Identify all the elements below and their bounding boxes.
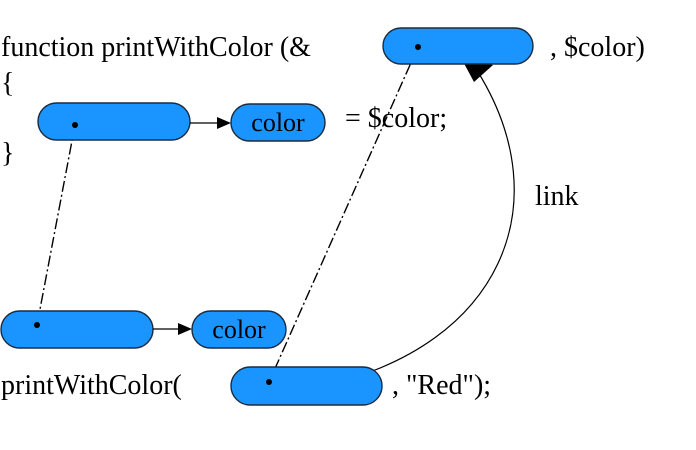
close-brace: }: [1, 138, 14, 169]
link-label: link: [535, 181, 579, 212]
function-signature-prefix: function printWithColor (&: [1, 32, 311, 63]
global-value-label: color: [212, 315, 266, 344]
argument-pointer-dot: [266, 379, 272, 385]
call-suffix: , "Red");: [392, 370, 491, 401]
param-to-argument-reference-line: [268, 46, 419, 383]
by-reference-parameter-pill: [382, 27, 534, 65]
local-to-global-reference-line: [36, 124, 76, 326]
global-to-value-arrowhead-icon: [178, 323, 192, 335]
open-brace: {: [1, 68, 14, 99]
assignment-text: = $color;: [345, 103, 447, 134]
global-value-pill: [191, 310, 287, 349]
local-variable-pointer-dot: [72, 122, 78, 128]
function-signature-suffix: , $color): [550, 32, 645, 63]
local-variable-pill: [37, 102, 191, 141]
link-curve: [325, 71, 515, 386]
global-variable-pointer-dot: [34, 322, 40, 328]
global-variable-pill: [0, 310, 154, 349]
parameter-pointer-dot: [415, 44, 421, 50]
call-prefix: printWithColor(: [1, 370, 182, 401]
local-to-value-arrowhead-icon: [217, 117, 231, 129]
argument-pill: [230, 366, 383, 406]
local-value-pill: [230, 103, 326, 142]
local-value-label: color: [251, 108, 305, 137]
